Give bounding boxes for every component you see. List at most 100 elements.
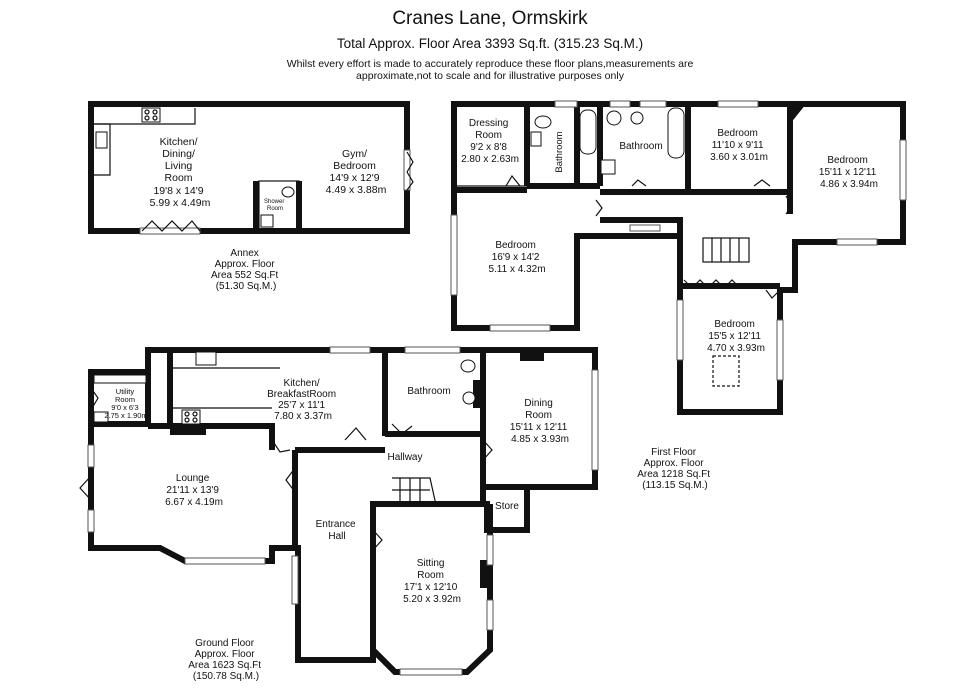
label-line: Approx. Floor <box>195 649 256 660</box>
label-line: 25'7 x 11'1 <box>278 400 325 411</box>
gf-window <box>486 599 494 631</box>
ff-window <box>676 299 684 361</box>
gf-window <box>291 555 299 605</box>
ff-loft-hatch <box>712 355 740 387</box>
annex-worktop-top <box>94 108 196 125</box>
label-line: Room <box>115 395 135 404</box>
gf-utility-outline <box>88 369 151 427</box>
annex-wc <box>281 186 295 198</box>
annex-shower-label: Shower Room <box>264 199 286 212</box>
ff-bedroom-b-label: Bedroom 15'11 x 12'11 4.86 x 3.94m <box>819 155 879 190</box>
gf-kitchen-label: Kitchen/ BreakfastRoom 25'7 x 11'1 7.80 … <box>267 378 339 422</box>
label-line: Utility <box>116 387 135 396</box>
gf-entrance-label: Entrance Hall <box>316 519 359 542</box>
ff-window <box>554 100 578 108</box>
door-swing <box>753 179 771 187</box>
label-line: Room <box>475 130 502 141</box>
label-line: (113.15 Sq.M.) <box>642 480 707 491</box>
ff-window <box>717 100 759 108</box>
gf-lounge-french-doors <box>79 475 92 501</box>
gf-lounge-label: Lounge 21'11 x 13'9 6.67 x 4.19m <box>165 473 223 508</box>
label-line: Bedroom <box>333 160 376 172</box>
label-line: Lounge <box>176 473 210 484</box>
annex-hob <box>141 107 161 123</box>
annex-bifold-opening <box>139 227 201 235</box>
disclaimer-line-2: approximate,not to scale and for illustr… <box>356 70 624 82</box>
annex-door-swing-2 <box>406 171 414 191</box>
label-line: (51.30 Sq.M.) <box>216 281 277 292</box>
ff-bathroom-label: Bathroom <box>619 141 662 152</box>
label-line: Bedroom <box>717 128 758 139</box>
label-line: Bedroom <box>827 155 868 166</box>
label-line: Kitchen/ <box>160 136 198 148</box>
label-line: Room <box>417 570 444 581</box>
gf-sitting-label: Sitting Room 17'1 x 12'10 5.20 x 3.92m <box>403 558 461 605</box>
ff-landing-wall <box>600 217 683 236</box>
label-line: 4.70 x 3.93m <box>707 343 765 354</box>
hob-ring <box>144 115 150 121</box>
gf-sitting-chimney <box>480 560 490 588</box>
door-swing <box>505 174 521 187</box>
ff-window <box>609 100 631 108</box>
gf-basin <box>462 391 476 405</box>
annex-kitchen-label: Kitchen/ Dining/ Living Room 19'8 x 14'9… <box>150 136 211 209</box>
label-line: Kitchen/ <box>284 378 320 389</box>
gf-window <box>404 346 461 354</box>
label-line: 14'9 x 12'9 <box>329 172 379 184</box>
plan-title: Cranes Lane, Ormskirk <box>392 8 588 29</box>
label-line: Gym/ <box>342 148 367 160</box>
hob-ring <box>184 411 190 417</box>
label-line: Approx. Floor <box>215 259 276 270</box>
ff-window <box>836 238 878 246</box>
door-swing <box>631 179 647 187</box>
ff-dressing-label: Dressing Room 9'2 x 8'8 2.80 x 2.63m <box>461 118 519 165</box>
gf-dining-chimney <box>520 353 544 361</box>
label-line: Area 1218 Sq.Ft <box>637 469 710 480</box>
label-line: 6.67 x 4.19m <box>165 497 223 508</box>
label-line: Hall <box>328 531 345 542</box>
label-line: 4.86 x 3.94m <box>820 179 878 190</box>
label-line: 4.85 x 3.93m <box>511 434 569 445</box>
gf-lounge-chimney <box>170 426 206 435</box>
label-line: 15'5 x 12'11 <box>708 331 761 342</box>
first-floor-plan: Dressing Room 9'2 x 8'8 2.80 x 2.63m Bat… <box>450 100 907 491</box>
door-swing <box>482 439 493 461</box>
annex-plan: Kitchen/ Dining/ Living Room 19'8 x 14'9… <box>88 101 414 292</box>
ff-window <box>776 319 784 381</box>
door-swing <box>372 529 383 551</box>
ff-bedroom-a-label: Bedroom 11'10 x 9'11 3.60 x 3.01m <box>710 128 768 163</box>
gf-kitchen-hob <box>181 409 201 425</box>
ff-window <box>450 214 458 296</box>
gf-utility-label: Utility Room 9'0 x 6'3 2.75 x 1.90m <box>104 387 147 420</box>
door-swing <box>785 195 793 215</box>
label-line: Dining/ <box>162 148 195 160</box>
door-swing <box>90 387 99 411</box>
door-swing <box>765 289 781 299</box>
gf-floor-area: Ground Floor Approx. Floor Area 1623 Sq.… <box>188 638 264 682</box>
label-line: Area 1623 Sq.Ft <box>188 660 261 671</box>
label-line: Room <box>525 410 552 421</box>
gf-bath-chimney <box>473 380 483 408</box>
door-swing <box>595 199 603 217</box>
label-line: (150.78 Sq.M.) <box>193 671 259 682</box>
label-line: Dining <box>524 398 552 409</box>
label-line: 17'1 x 12'10 <box>404 582 458 593</box>
bifold-door <box>141 220 201 232</box>
label-line: Living <box>165 160 193 172</box>
first-floor-outline <box>451 101 906 415</box>
ff-window <box>639 100 667 108</box>
label-line: Approx. Floor <box>644 458 705 469</box>
label-line: Entrance <box>316 519 356 530</box>
annex-door-swing <box>406 151 414 173</box>
label-line: 19'8 x 14'9 <box>153 185 203 197</box>
label-line: 5.11 x 4.32m <box>488 264 545 275</box>
annex-shower-tray <box>260 214 274 228</box>
gf-utility-appliance <box>93 411 109 423</box>
label-line: Room <box>267 206 283 212</box>
label-line: 7.80 x 3.37m <box>274 411 332 422</box>
ff-ensuite-label: Bathroom <box>554 131 565 172</box>
label-line: 15'11 x 12'11 <box>510 422 568 433</box>
ff-wardrobe <box>683 279 741 289</box>
gf-window <box>486 534 494 566</box>
